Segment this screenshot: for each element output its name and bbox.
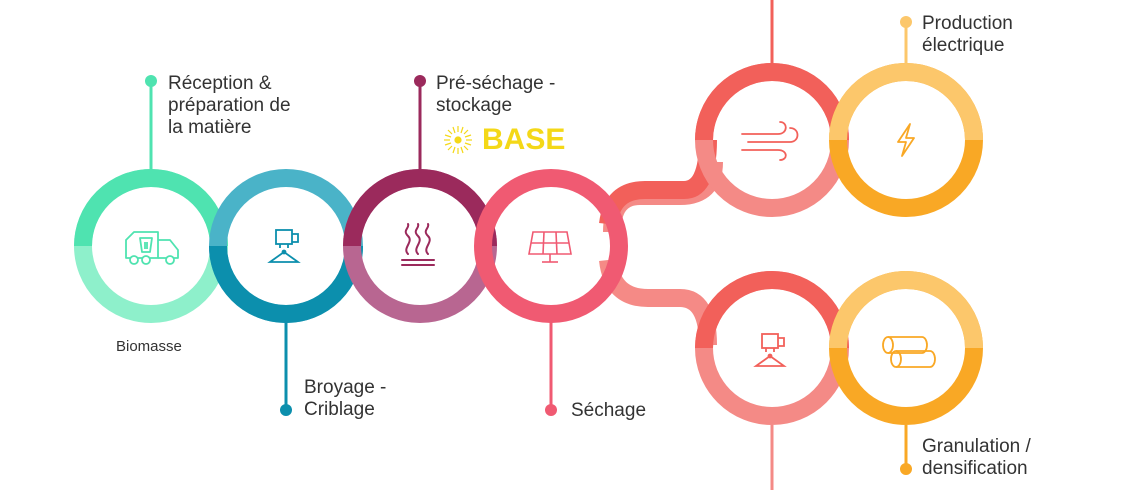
pellets-icon bbox=[882, 336, 936, 368]
lightning-icon bbox=[897, 123, 915, 157]
label-line: stockage bbox=[436, 95, 513, 116]
dot-granulation bbox=[900, 463, 912, 475]
label-line: densification bbox=[922, 458, 1028, 479]
label-line: électrique bbox=[922, 35, 1005, 56]
label-sechage: Séchage bbox=[571, 400, 647, 421]
wind-icon bbox=[741, 121, 799, 161]
ring-arc-broyage bbox=[209, 245, 363, 323]
label-granulation: Granulation /densification bbox=[922, 436, 1031, 480]
base-logo-text: BASE bbox=[482, 123, 566, 156]
dot-sechage bbox=[545, 404, 557, 416]
label-presechage: Pré-séchage -stockage bbox=[436, 73, 555, 117]
label-line: Réception & bbox=[168, 73, 272, 94]
label-broyage: Broyage -Criblage bbox=[304, 377, 386, 421]
ring-arc-pellets bbox=[829, 271, 983, 349]
truck-icon bbox=[125, 231, 179, 265]
label-line: préparation de bbox=[168, 95, 291, 116]
label-line: la matière bbox=[168, 117, 252, 138]
label-line: Pré-séchage - bbox=[436, 73, 556, 94]
dot-production bbox=[900, 16, 912, 28]
label-line: Broyage - bbox=[304, 377, 387, 398]
ring-arc-presechage bbox=[343, 169, 497, 247]
label-line: Production bbox=[922, 13, 1013, 34]
ring-sechage bbox=[474, 169, 628, 323]
base-logo: BASE bbox=[480, 121, 565, 159]
solar-panel-icon bbox=[528, 231, 572, 263]
label-biomasse: Biomasse bbox=[116, 338, 182, 355]
label-line: Granulation / bbox=[922, 436, 1031, 457]
crusher-icon bbox=[753, 333, 787, 367]
label-line: Criblage bbox=[304, 399, 375, 420]
ring-arc-wind bbox=[695, 63, 849, 141]
base-sun-logo bbox=[444, 126, 472, 154]
heat-waves-icon bbox=[401, 223, 435, 266]
crusher-icon bbox=[267, 229, 301, 263]
ring-arc-reception bbox=[74, 169, 228, 247]
dot-presechage bbox=[414, 75, 426, 87]
dot-broyage bbox=[280, 404, 292, 416]
ring-arc-granulation-crusher bbox=[695, 271, 849, 349]
ring-arc-production bbox=[829, 63, 983, 141]
dot-reception bbox=[145, 75, 157, 87]
